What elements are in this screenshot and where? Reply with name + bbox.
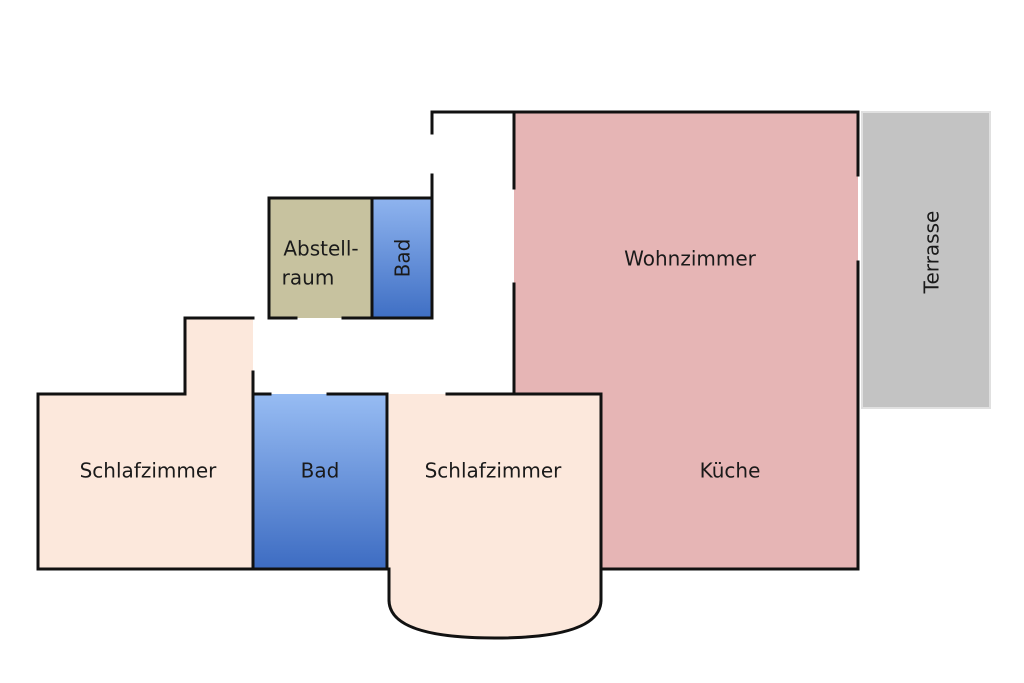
hallway (432, 112, 514, 394)
corridor-left (185, 318, 253, 396)
bedroom-left (38, 394, 253, 569)
label-bathroom-main: Bad (301, 459, 340, 483)
bathroom-small (372, 198, 431, 318)
label-kitchen: Küche (700, 459, 761, 483)
label-bedroom-left: Schlafzimmer (80, 459, 218, 483)
label-storage-line2: raum (282, 266, 335, 290)
label-storage-line1: Abstell- (283, 237, 358, 261)
bedroom-right (389, 394, 601, 638)
terrace-area (861, 111, 991, 409)
label-living-room: Wohnzimmer (624, 247, 757, 271)
bathroom-main (253, 394, 387, 569)
storage-room (269, 198, 372, 318)
label-bedroom-right: Schlafzimmer (425, 459, 563, 483)
label-bathroom-small: Bad (391, 239, 415, 278)
walls (36, 110, 860, 640)
label-terrace: Terrasse (920, 211, 944, 295)
